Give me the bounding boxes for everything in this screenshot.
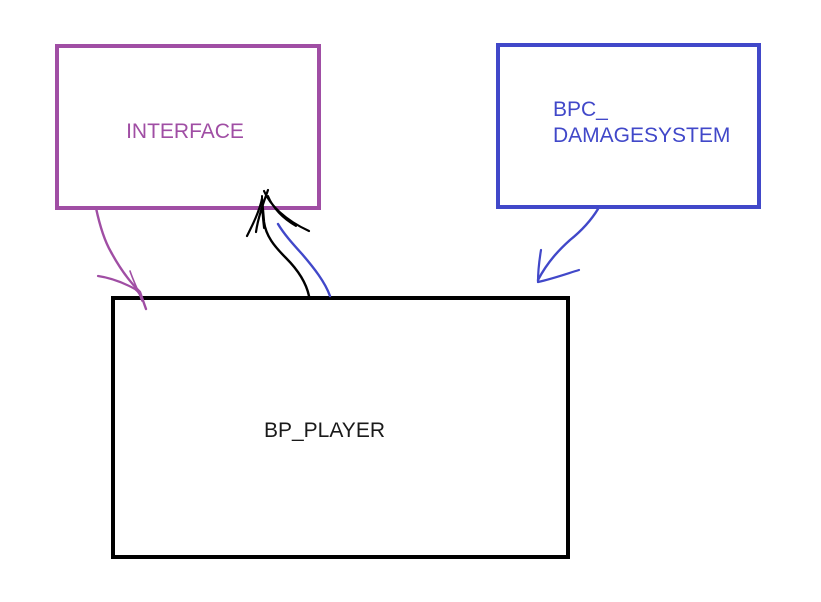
edge-player-to-interface-arrowhead-right-2 [267,195,297,227]
edge-player-to-interface-line [260,197,311,298]
edge-interface-to-player [94,206,148,311]
player-node-label: BP_PLAYER [263,419,385,442]
interface-node[interactable]: INTERFACE [55,44,321,210]
edge-interface-to-player-arrowhead-stroke [129,270,143,302]
edge-player-to-interface [245,188,311,298]
edge-damage-to-player-arrowhead-bottom [536,268,581,284]
edge-player-to-interface-arrowhead-center [261,195,265,229]
interface-node-label: INTERFACE [126,120,244,143]
edge-player-to-interface-blue [276,222,332,298]
edge-damage-to-player-arrowhead-left [536,248,543,284]
edge-interface-to-player-line [94,206,148,311]
edge-player-to-interface-arrowhead-right [262,189,311,233]
edge-damage-to-player-line [536,207,600,282]
edge-player-to-interface-arrowhead-left-2 [254,188,270,234]
damage-system-node-label: BPC_ DAMAGESYSTEM [553,98,731,148]
player-node[interactable]: BP_PLAYER [111,296,570,559]
edge-damage-to-player [536,207,600,284]
damage-system-node[interactable]: BPC_ DAMAGESYSTEM [496,43,761,209]
edge-interface-to-player-arrowhead [96,274,144,302]
edge-player-to-interface-blue-line [276,222,332,298]
